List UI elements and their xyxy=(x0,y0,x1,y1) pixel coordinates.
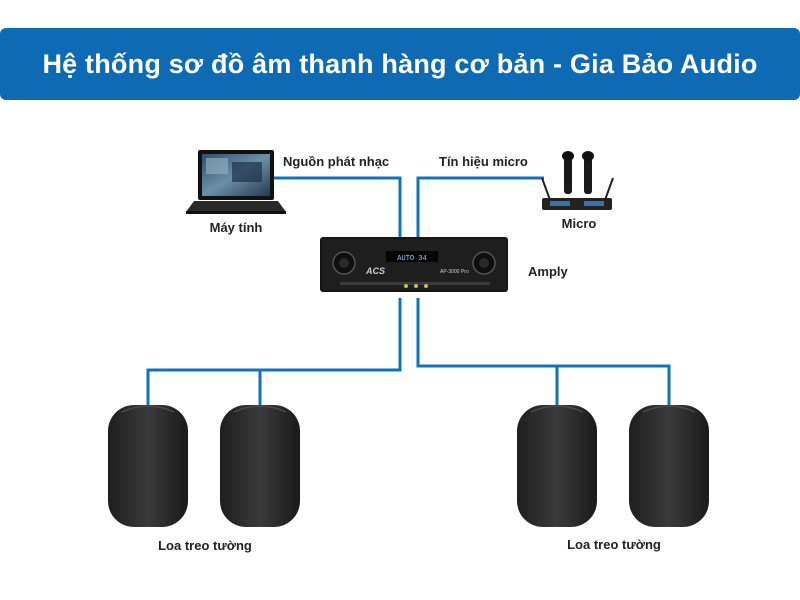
amp-display: AUTO 34 xyxy=(397,255,426,263)
wire-computer-to-amp xyxy=(272,176,402,237)
label-speakers-right: Loa treo tường xyxy=(567,537,661,552)
label-speakers-left: Loa treo tường xyxy=(158,538,252,553)
page-title: Hệ thống sơ đồ âm thanh hàng cơ bản - Gi… xyxy=(42,48,758,79)
wire-micro-to-amp xyxy=(416,176,544,237)
wall-speaker-icon xyxy=(517,405,597,527)
amp-brand: ACS xyxy=(365,266,385,276)
amplifier-icon: AUTO 34 ACS AP-3000 Pro xyxy=(320,237,508,292)
label-micro: Micro xyxy=(562,216,597,231)
label-amply: Amply xyxy=(528,264,569,279)
label-computer: Máy tính xyxy=(210,220,263,235)
title-banner: Hệ thống sơ đồ âm thanh hàng cơ bản - Gi… xyxy=(0,28,800,100)
wire-amp-to-left-speakers xyxy=(146,298,402,408)
wall-speaker-icon xyxy=(629,405,709,527)
label-mic-signal: Tín hiệu micro xyxy=(439,154,528,169)
laptop-icon xyxy=(186,150,286,214)
wall-speaker-icon xyxy=(220,405,300,527)
amp-model: AP-3000 Pro xyxy=(440,269,469,275)
connection-wires xyxy=(146,176,671,408)
label-music-source: Nguồn phát nhạc xyxy=(283,154,389,169)
wireless-mic-icon xyxy=(541,151,614,210)
wire-amp-to-right-speakers xyxy=(416,298,671,408)
wall-speaker-icon xyxy=(108,405,188,527)
